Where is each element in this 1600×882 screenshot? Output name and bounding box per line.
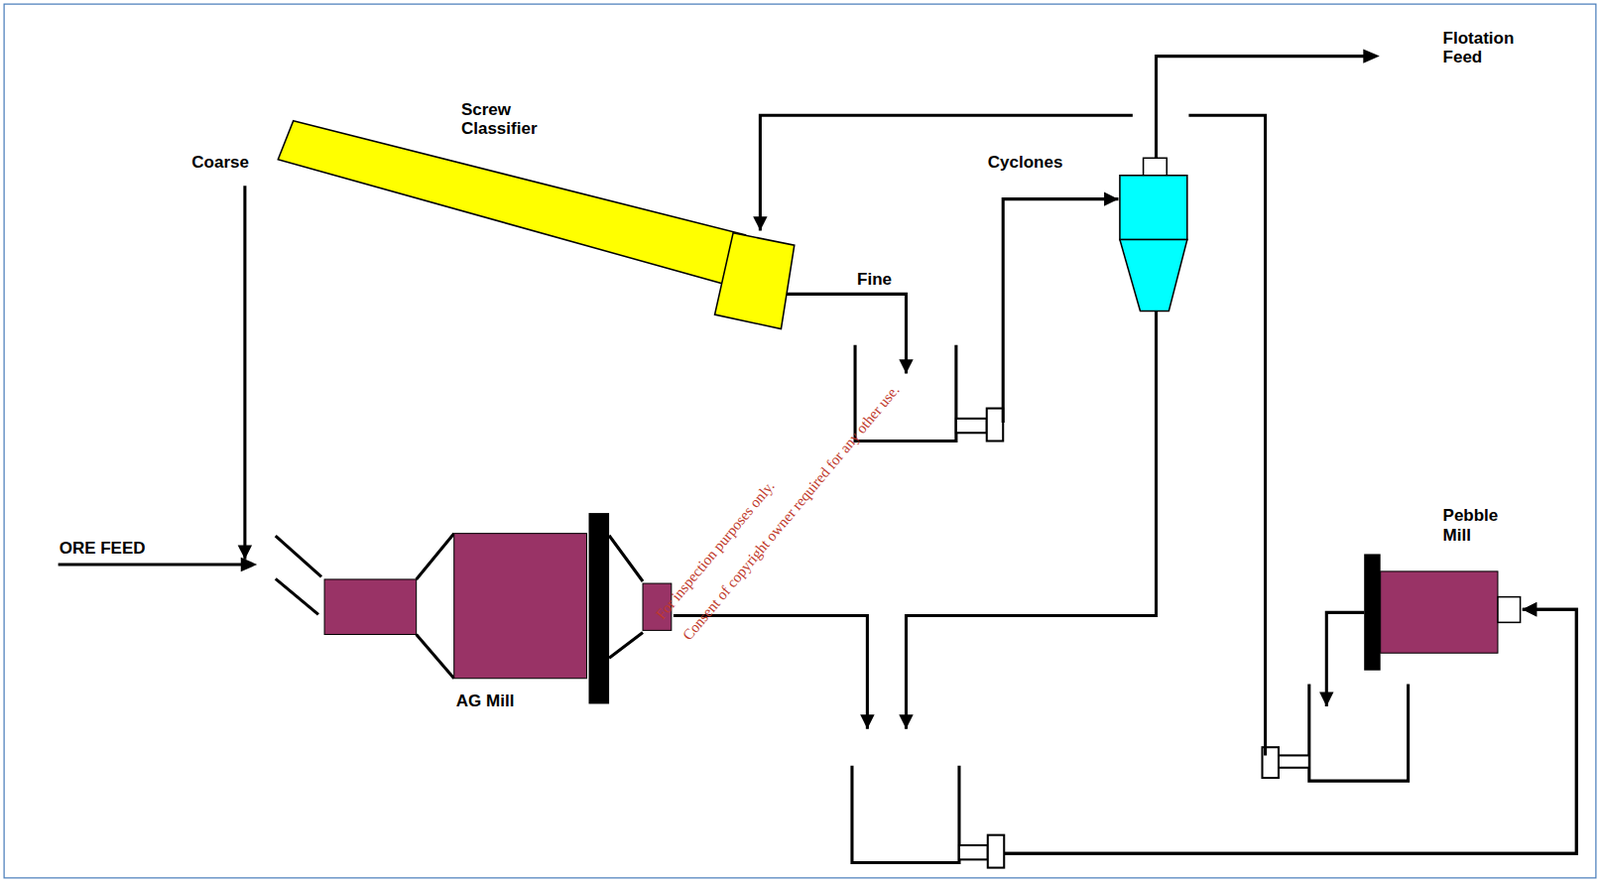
cyclone: Cyclones	[980, 147, 1195, 318]
arrowhead	[238, 544, 252, 559]
ag-mill: AG Mill	[321, 509, 679, 727]
arrowhead	[752, 216, 767, 231]
node-label: Screw Classifier	[461, 100, 584, 139]
flow-path	[243, 185, 247, 560]
arrowhead	[1522, 602, 1537, 616]
cyclone-shape	[980, 147, 1195, 318]
watermark: Consent of copyright owner required for …	[679, 381, 903, 644]
feed-chute	[275, 535, 322, 615]
frame	[3, 3, 1597, 878]
feed-label: ORE FEED	[59, 538, 203, 559]
pump	[1278, 754, 1310, 767]
screw-classifier: Screw Classifier	[267, 97, 801, 335]
pump	[987, 835, 1004, 868]
flotation-line	[1156, 56, 1368, 159]
pebble-mill: Pebble Mill	[1356, 502, 1531, 675]
flow-path	[905, 311, 1577, 854]
pump	[959, 845, 988, 860]
arrowhead	[898, 714, 913, 729]
stream-label: Coarse	[189, 152, 251, 173]
stream-label: Fine	[855, 269, 894, 290]
product-label: Flotation Feed	[1443, 28, 1546, 68]
arrowhead	[898, 359, 913, 373]
pump	[986, 408, 1003, 442]
arrowhead	[860, 714, 874, 729]
sump	[852, 765, 960, 863]
node-label: Cyclones	[987, 152, 1110, 173]
flow-line	[238, 185, 252, 560]
arrowhead	[1104, 191, 1118, 206]
ore-feed-line	[58, 562, 246, 566]
arrowhead	[241, 557, 257, 572]
flow-path	[780, 199, 1118, 423]
pump	[956, 418, 987, 433]
arrowhead	[1362, 48, 1379, 63]
arrowhead	[1319, 692, 1334, 707]
node-label: Pebble Mill	[1443, 505, 1525, 545]
node-label: AG Mill	[456, 691, 579, 712]
flow-line	[780, 191, 1118, 423]
flow-line	[898, 311, 1577, 854]
arrowhead	[1522, 602, 1537, 616]
sump	[1309, 683, 1409, 781]
